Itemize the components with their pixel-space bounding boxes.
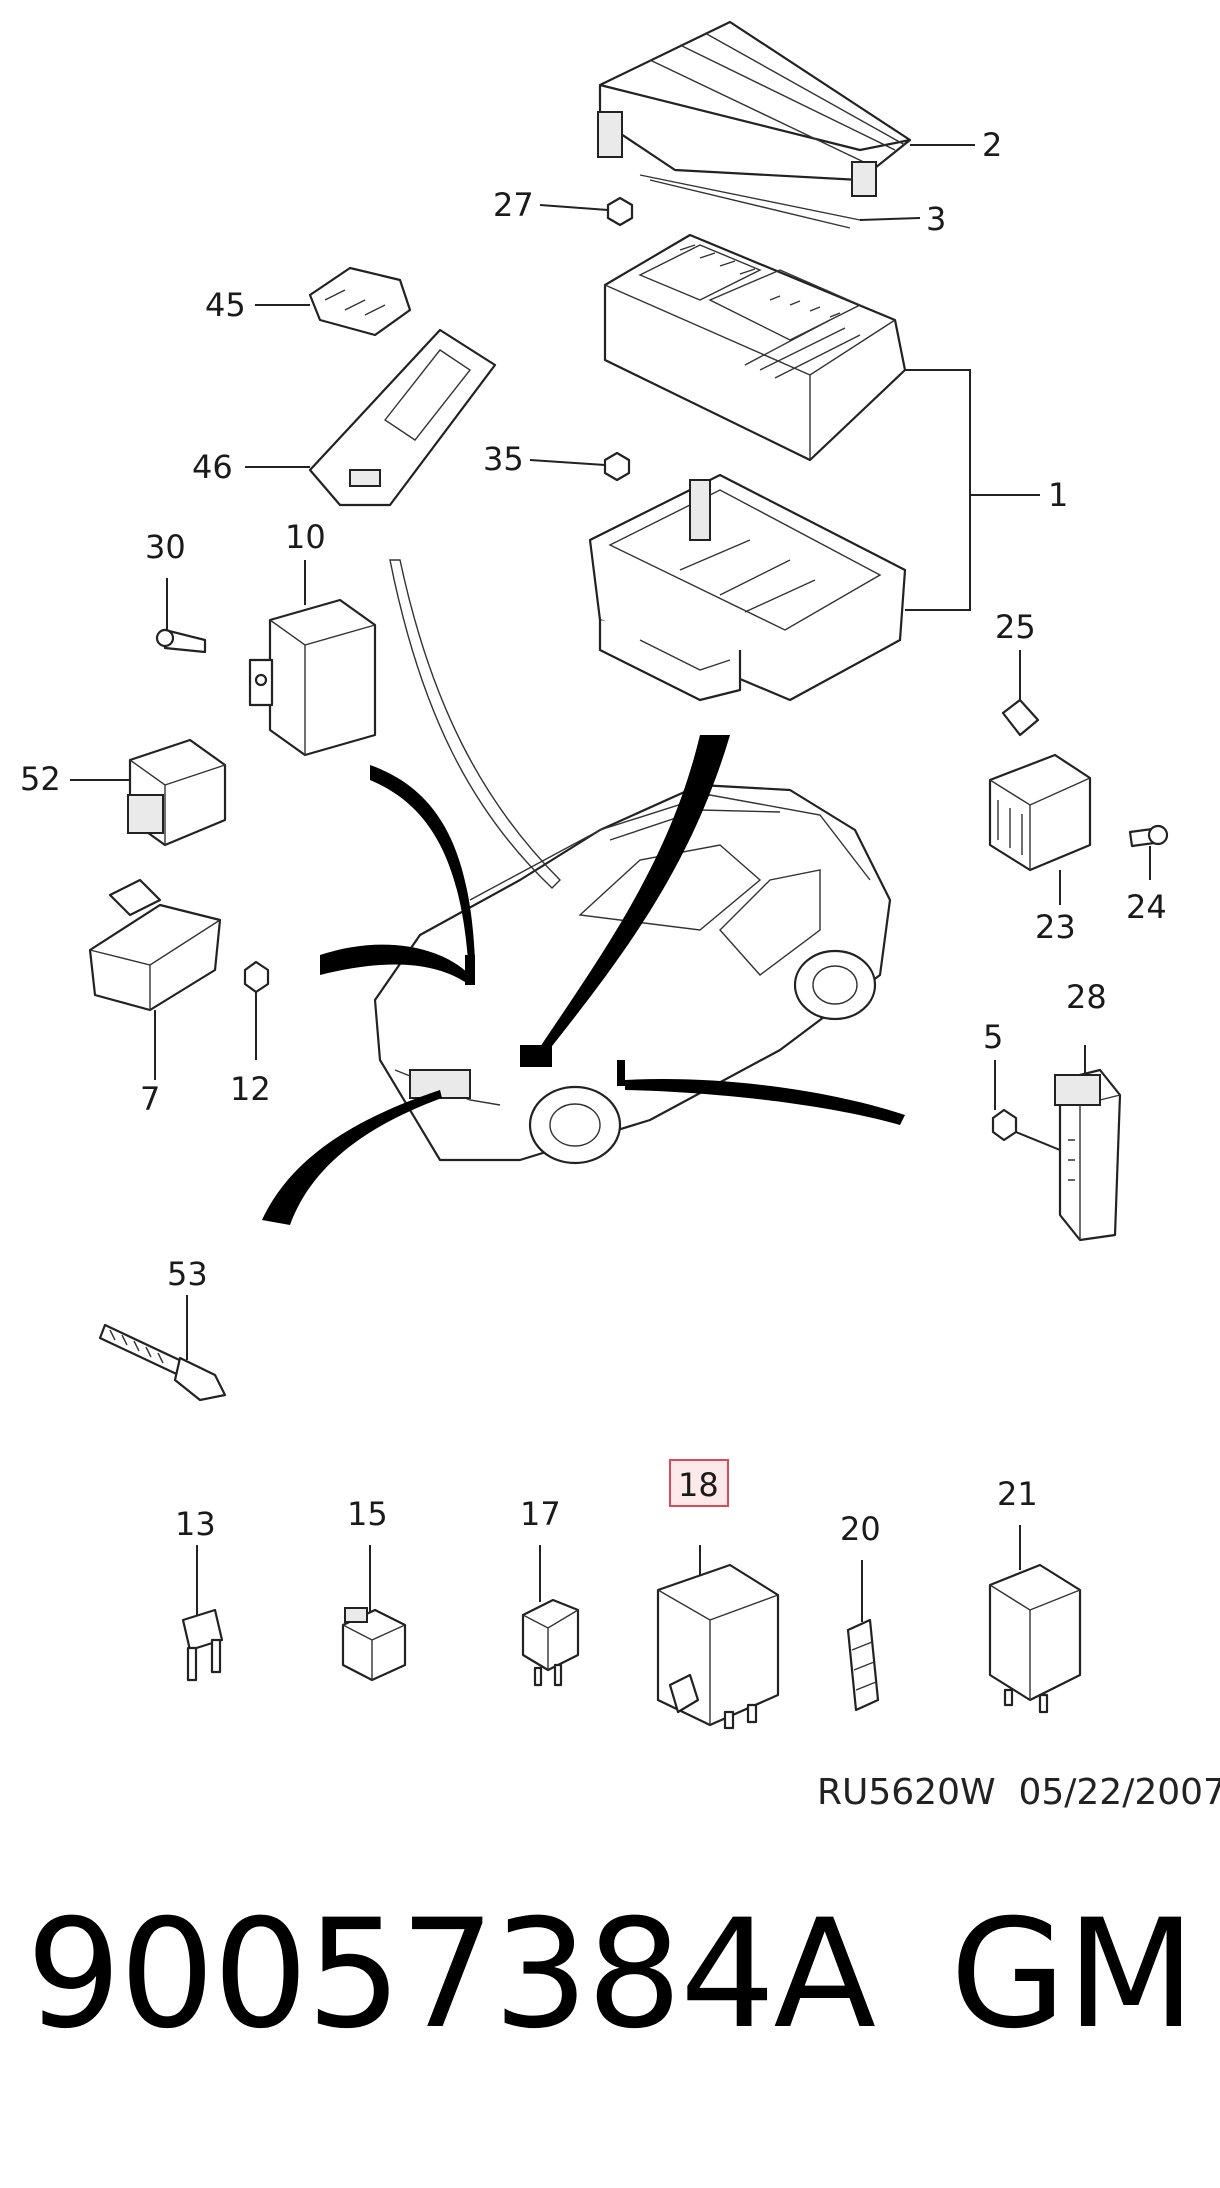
- micro-relay-17: [521, 1598, 580, 1687]
- connector-45: [308, 266, 412, 337]
- mini-fuse-13: [181, 1608, 224, 1682]
- reference-code: RU5620W 05/22/2007: [817, 1772, 1220, 1813]
- callout-35: 35: [483, 440, 524, 478]
- fuse-box-cover: [597, 20, 912, 197]
- fuse-box-gasket: [639, 174, 861, 229]
- highlight-box-18: [669, 1459, 729, 1507]
- callout-12: 12: [230, 1070, 271, 1108]
- nut-12: [243, 960, 270, 994]
- location-band-4: [262, 1090, 442, 1225]
- callout-53: 53: [167, 1255, 208, 1293]
- wire-harness-53: [98, 1323, 227, 1402]
- callout-23: 23: [1035, 908, 1076, 946]
- callout-27: 27: [493, 186, 534, 224]
- leader-lines: [70, 144, 1151, 1622]
- callout-7: 7: [140, 1080, 160, 1118]
- callout-17: 17: [520, 1495, 561, 1533]
- callout-5: 5: [983, 1018, 1003, 1056]
- part-number: 90057384A: [26, 1888, 876, 2062]
- nut-5: [991, 1108, 1018, 1142]
- location-band-1: [370, 765, 475, 960]
- relay-21: [988, 1563, 1082, 1714]
- callout-2: 2: [982, 126, 1002, 164]
- relay-18: [656, 1563, 780, 1730]
- maxi-fuse-15: [341, 1607, 407, 1682]
- parts-diagram: 1 2 3 27 35 45 46 30 10 52 7 12 25 23 24…: [20, 20, 1169, 1730]
- location-line-hood: [389, 559, 561, 889]
- callout-25: 25: [995, 608, 1036, 646]
- callout-20: 20: [840, 1510, 881, 1548]
- callout-30: 30: [145, 528, 186, 566]
- junction-block-28: [1054, 1068, 1122, 1242]
- connector-20: [846, 1618, 880, 1712]
- module-10: [248, 598, 377, 757]
- fuse-box-upper: [603, 233, 907, 462]
- callout-45: 45: [205, 286, 246, 324]
- callout-15: 15: [347, 1495, 388, 1533]
- location-band-3: [320, 944, 470, 982]
- callout-3: 3: [926, 200, 946, 238]
- callout-18: 18: [678, 1466, 719, 1504]
- callout-46: 46: [192, 448, 233, 486]
- brand-name: GM: [950, 1888, 1196, 2062]
- callout-13: 13: [175, 1505, 216, 1543]
- callout-21: 21: [997, 1475, 1038, 1513]
- callout-28: 28: [1066, 978, 1107, 1016]
- location-band-2: [538, 735, 730, 1055]
- relay-23: [988, 753, 1092, 872]
- module-7: [88, 878, 222, 1012]
- fuse-box-lower-tray: [588, 473, 907, 702]
- callout-52: 52: [20, 760, 61, 798]
- relay-52: [127, 738, 227, 847]
- callout-24: 24: [1126, 888, 1167, 926]
- location-band-5: [625, 1079, 905, 1125]
- callout-1: 1: [1048, 476, 1068, 514]
- vehicle-outline: [373, 783, 892, 1165]
- nut-35: [603, 451, 631, 482]
- callout-10: 10: [285, 518, 326, 556]
- nut-27: [606, 196, 634, 227]
- bracket-46: [308, 328, 497, 507]
- clip-25: [1001, 698, 1040, 737]
